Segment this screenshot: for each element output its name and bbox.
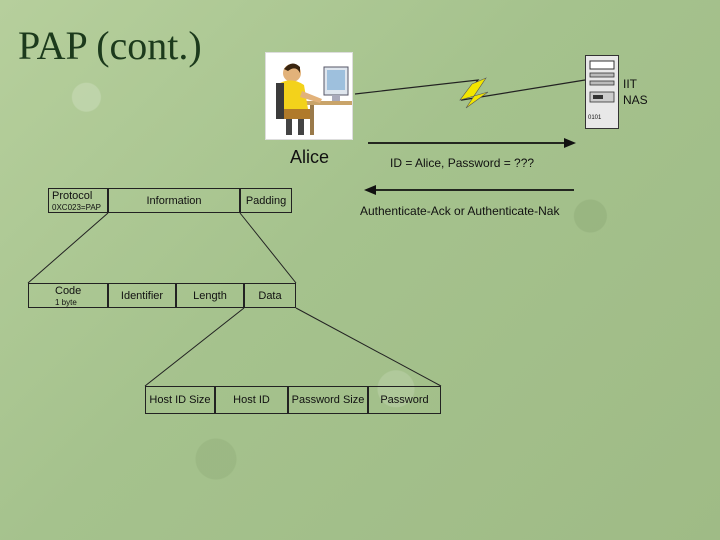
request-arrowhead: [564, 138, 576, 148]
expand-line-right-1: [239, 212, 297, 284]
nas-server-icon: [585, 55, 619, 129]
expand-line-right-2: [295, 307, 442, 387]
pap-length-field: Length: [176, 283, 244, 308]
expand-line-left-2: [144, 307, 245, 387]
ppp-information-field: Information: [108, 188, 240, 213]
expand-line-left-1: [27, 212, 109, 284]
host-id-size-field: Host ID Size: [145, 386, 215, 414]
code-size: 1 byte: [55, 298, 77, 307]
pap-data-field: Data: [244, 283, 296, 308]
ppp-protocol-field: Protocol 0XC023=PAP: [48, 188, 108, 213]
server-tag: 0101: [588, 115, 602, 121]
code-label: Code: [55, 285, 82, 297]
slide-title: PAP (cont.): [18, 23, 202, 68]
pap-identifier-field: Identifier: [108, 283, 176, 308]
protocol-value: 0XC023=PAP: [52, 203, 101, 212]
password-size-field: Password Size: [288, 386, 368, 414]
alice-label: Alice: [290, 147, 330, 167]
password-field: Password: [368, 386, 441, 414]
response-message: Authenticate-Ack or Authenticate-Nak: [360, 204, 560, 218]
lightning-bolt-icon: [459, 77, 489, 109]
response-arrowhead: [364, 185, 376, 195]
alice-computer-user-illustration: [265, 52, 353, 140]
request-message: ID = Alice, Password = ???: [390, 156, 535, 170]
host-id-field: Host ID: [215, 386, 288, 414]
protocol-label: Protocol: [52, 190, 93, 202]
server-label: IIT NAS: [623, 76, 648, 108]
server-label-line2: NAS: [623, 93, 648, 107]
server-label-line1: IIT: [623, 77, 637, 91]
pap-code-field: Code 1 byte: [28, 283, 108, 308]
ppp-padding-field: Padding: [240, 188, 292, 213]
